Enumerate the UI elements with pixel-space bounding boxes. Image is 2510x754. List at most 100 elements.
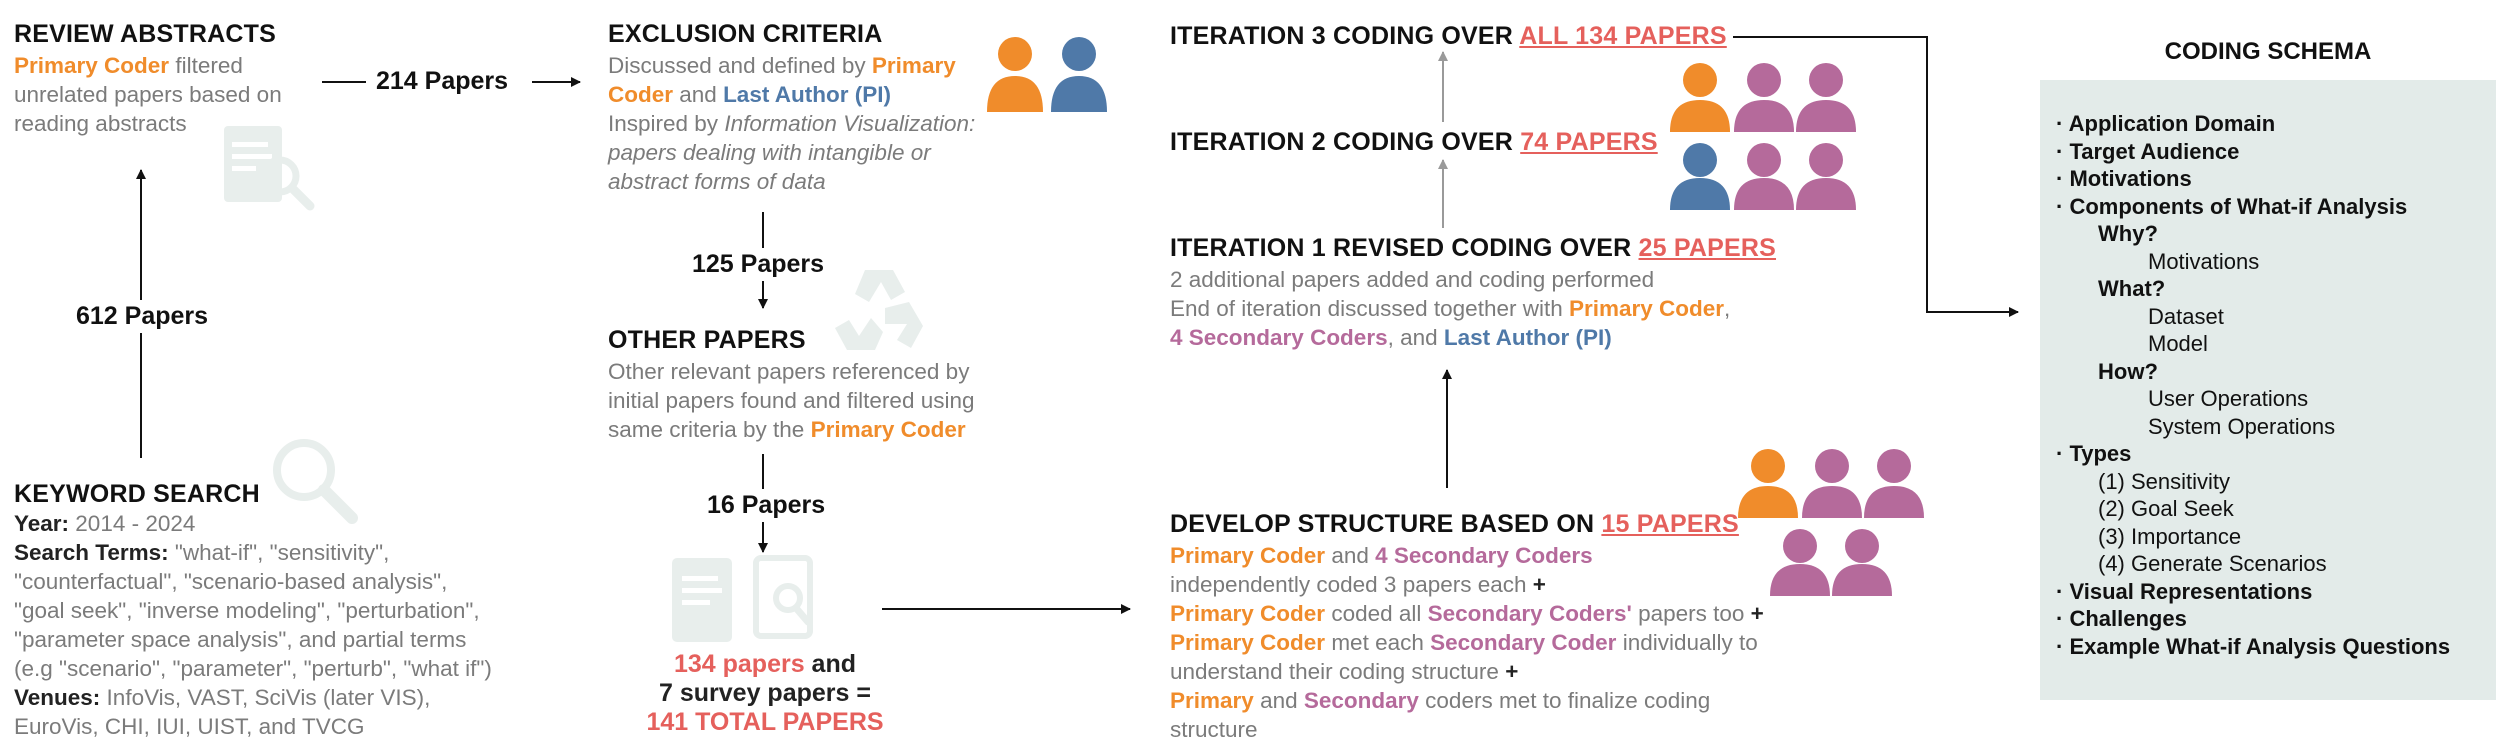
terms-line3: "goal seek", "inverse modeling", "pertur… [14, 598, 480, 623]
iteration-3-box: ITERATION 3 CODING OVER ALL 134 PAPERS [1170, 22, 1727, 51]
schema-type-goal-seek: (2) Goal Seek [2098, 496, 2234, 521]
schema-item: · Application Domain [2056, 111, 2276, 136]
primary-coder-label: Primary Coder [1170, 630, 1326, 655]
primary-label: Primary [1170, 688, 1254, 713]
review-line2: unrelated papers based on [14, 82, 282, 107]
schema-visual-representations: Visual Representations [2069, 578, 2313, 604]
develop-line6b: and [1253, 688, 1304, 713]
iteration-1-and: , and [1387, 325, 1444, 350]
person-icon [1670, 143, 1730, 210]
total-and: and [804, 650, 857, 678]
develop-line4b: met each [1325, 630, 1431, 655]
plus-sign: + [1532, 572, 1546, 597]
last-author-label: Last Author (PI) [723, 82, 891, 107]
exclusion-quote3: abstract forms of data [608, 169, 826, 194]
develop-line7: structure [1170, 717, 1258, 742]
coders-group-iterations [1670, 63, 1856, 210]
develop-line6d: coders met to finalize coding [1418, 688, 1711, 713]
count-16-papers: 16 Papers [703, 489, 830, 522]
schema-motivations: Motivations [2069, 166, 2192, 191]
iteration-1-title: ITERATION 1 REVISED CODING OVER [1170, 234, 1639, 262]
person-icon [1734, 143, 1794, 210]
secondary-label: Secondary [1303, 688, 1419, 713]
person-icon [1734, 63, 1794, 132]
magnifier-icon [266, 432, 362, 533]
last-author-label: Last Author (PI) [1443, 325, 1612, 350]
develop-line2: independently coded 3 papers each [1170, 572, 1533, 597]
develop-title: DEVELOP STRUCTURE BASED ON [1170, 510, 1602, 538]
venues-line1: InfoVis, VAST, SciVis (later VIS), [100, 685, 431, 710]
count-214-papers: 214 Papers [376, 67, 509, 96]
schema-item: · Visual Representations [2056, 578, 2313, 604]
person-icon [1832, 529, 1892, 596]
review-line3: reading abstracts [14, 111, 187, 136]
primary-coder-label: Primary Coder [14, 53, 170, 78]
coders-group-develop [1738, 449, 1924, 596]
other-line1: Other relevant papers referenced by [608, 359, 970, 384]
review-line1: filtered [169, 53, 243, 78]
schema-how-user-operations: User Operations [2148, 386, 2309, 411]
terms-label: Search Terms: [14, 540, 169, 565]
schema-how-system-operations: System Operations [2148, 413, 2336, 439]
develop-line3b: coded all [1325, 601, 1428, 626]
terms-line5: (e.g "scenario", "parameter", "perturb",… [14, 656, 492, 681]
primary-coder-label: Primary Coder [1170, 543, 1326, 568]
exclusion-inspired: Inspired by [608, 111, 725, 136]
secondary-coders-label: 4 Secondary Coders [1170, 325, 1388, 350]
iteration-1-line2: End of iteration discussed together with [1170, 296, 1569, 321]
person-icon [1770, 529, 1830, 596]
secondary-coder-label: Secondary Coder [1430, 630, 1617, 655]
develop-structure-box: DEVELOP STRUCTURE BASED ON 15 PAPERS Pri… [1170, 510, 1764, 744]
keyword-title: KEYWORD SEARCH [14, 480, 260, 508]
count-612-papers: 612 Papers [72, 300, 213, 333]
develop-line3d: papers too [1631, 601, 1751, 626]
plus-sign: + [1505, 659, 1519, 684]
exclusion-quote2: papers dealing with intangible or [608, 140, 931, 165]
other-papers-box: OTHER PAPERS Other relevant papers refer… [608, 326, 975, 444]
develop-15-papers-link[interactable]: 15 PAPERS [1601, 510, 1739, 538]
year-value: 2014 - 2024 [69, 511, 196, 536]
primary-coder-label-cont: Coder [608, 82, 674, 107]
exclusion-line1: Discussed and defined by [608, 53, 872, 78]
schema-what: What? [2098, 276, 2166, 301]
exclusion-quote1: Information Visualization: [724, 111, 976, 136]
iteration-2-74-papers-link[interactable]: 74 PAPERS [1520, 128, 1658, 156]
other-title: OTHER PAPERS [608, 326, 806, 354]
year-label: Year: [14, 511, 70, 536]
venues-label: Venues: [14, 685, 101, 710]
iteration-2-box: ITERATION 2 CODING OVER 74 PAPERS [1170, 128, 1658, 157]
iteration-3-all-134-papers-link[interactable]: ALL 134 PAPERS [1519, 22, 1727, 50]
schema-what-dataset: Dataset [2148, 303, 2224, 329]
person-icon [1864, 449, 1924, 518]
schema-item: · Components of What-if Analysis [2056, 193, 2408, 219]
primary-coder-label: Primary Coder [810, 417, 966, 442]
terms-line1: "what-if", "sensitivity", [168, 540, 390, 565]
person-icon [1802, 449, 1862, 518]
schema-application-domain: Application Domain [2068, 111, 2276, 136]
coders-group-exclusion [987, 37, 1107, 112]
schema-type-generate-scenarios: (4) Generate Scenarios [2098, 551, 2327, 576]
keyword-search-box: KEYWORD SEARCH Year: 2014 - 2024 Search … [14, 480, 492, 741]
schema-types: Types [2069, 441, 2132, 466]
exclusion-criteria-box: EXCLUSION CRITERIA Discussed and defined… [608, 20, 975, 196]
person-icon [1738, 449, 1798, 518]
secondary-coders-label: Secondary Coders' [1427, 601, 1632, 626]
person-icon [1051, 37, 1107, 112]
schema-item: · Example What-if Analysis Questions [2056, 633, 2451, 659]
iteration-3-title: ITERATION 3 CODING OVER [1170, 22, 1520, 50]
schema-how: How? [2098, 358, 2158, 384]
plus-sign: + [1750, 601, 1764, 626]
review-abstracts-box: REVIEW ABSTRACTS Primary Coder filtered … [14, 20, 282, 138]
schema-example-questions: Example What-if Analysis Questions [2069, 633, 2451, 659]
schema-item: · Motivations [2056, 166, 2192, 191]
schema-type-importance: (3) Importance [2098, 523, 2242, 549]
iteration-1-25-papers-link[interactable]: 25 PAPERS [1638, 234, 1777, 262]
schema-item: · Target Audience [2056, 138, 2240, 164]
review-title: REVIEW ABSTRACTS [14, 20, 277, 48]
total-papers-box: 134 papers and 7 survey papers = 141 TOT… [600, 650, 930, 737]
primary-coder-label: Primary [871, 53, 956, 78]
iteration-1-line1: 2 additional papers added and coding per… [1170, 267, 1655, 292]
schema-target-audience: Target Audience [2069, 138, 2240, 164]
exclusion-title: EXCLUSION CRITERIA [608, 20, 883, 48]
schema-type-sensitivity: (1) Sensitivity [2098, 468, 2231, 494]
